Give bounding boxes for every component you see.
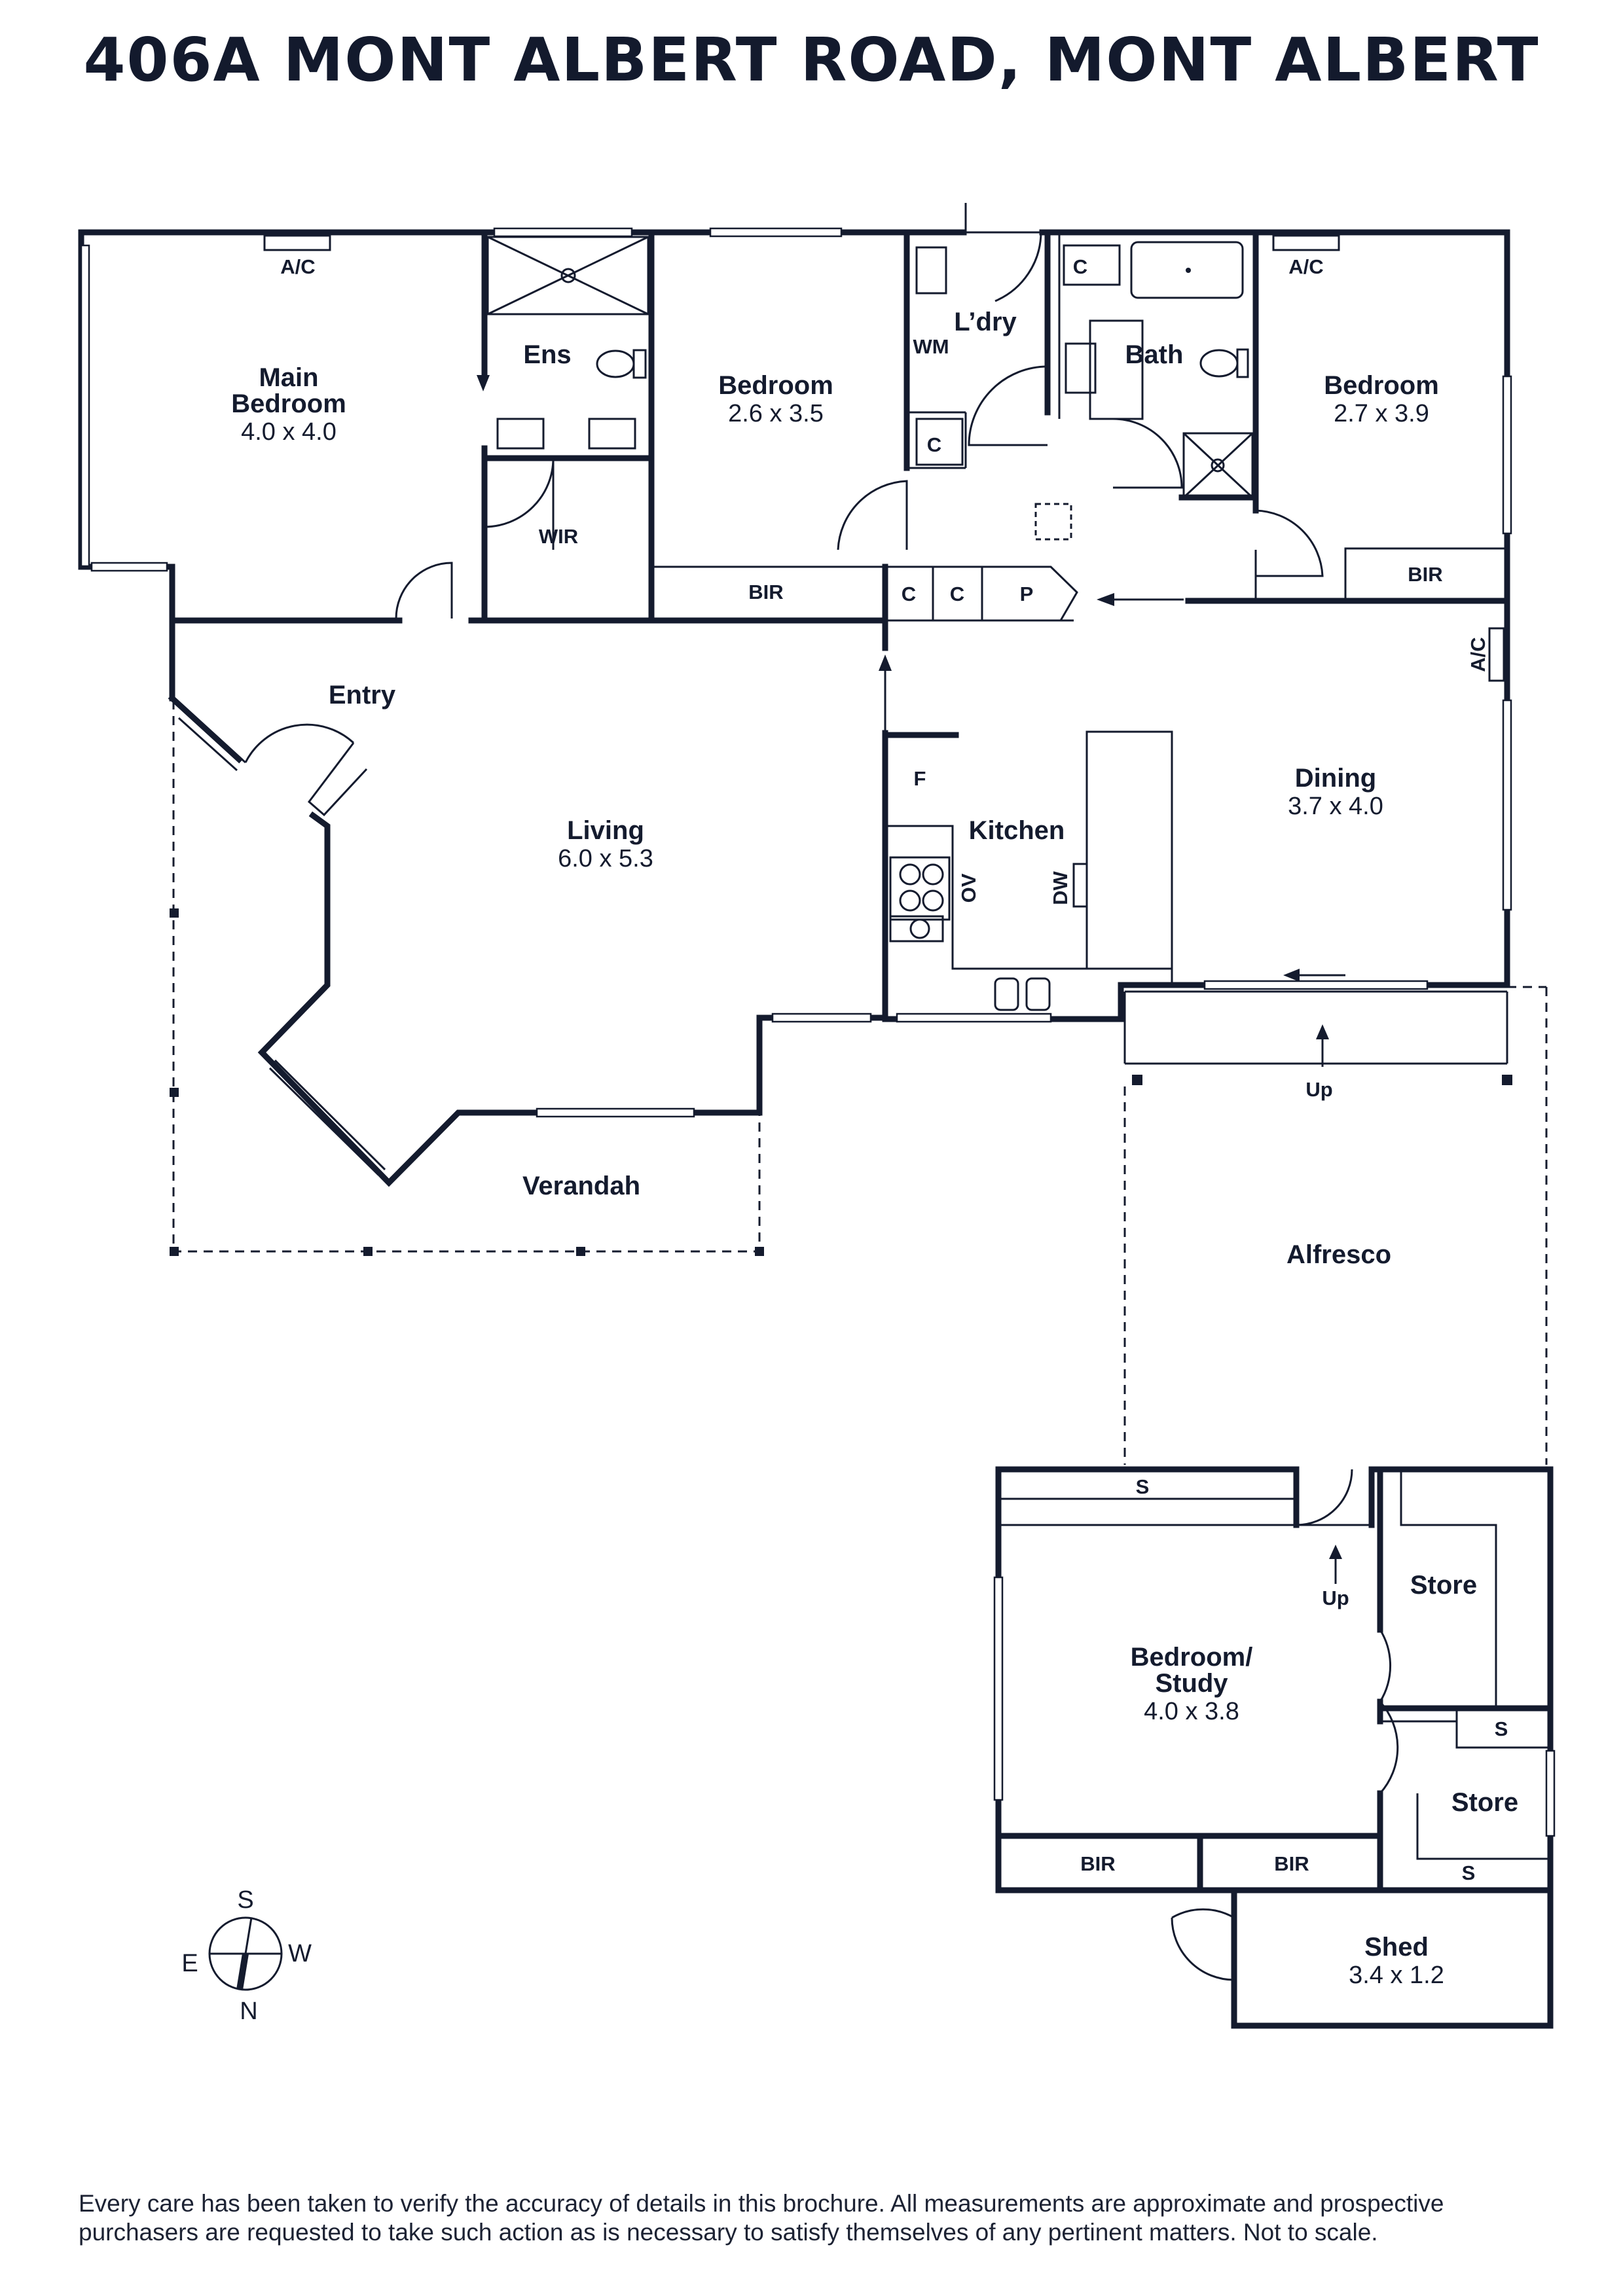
laundry-name: L’dry: [954, 308, 1017, 336]
studio-dims: 4.0 x 3.8: [1144, 1698, 1239, 1725]
page-title: 406A MONT ALBERT ROAD, MONT ALBERT: [83, 25, 1540, 95]
dining-dims: 3.7 x 4.0: [1288, 793, 1383, 820]
fridge-label: F: [914, 767, 926, 790]
bedroom3-dims: 2.7 x 3.9: [1334, 400, 1429, 427]
up-label: Up: [1322, 1587, 1349, 1609]
compass-e: E: [181, 1950, 198, 1977]
ac-label: A/C: [280, 255, 315, 278]
bir-label: BIR: [748, 581, 783, 603]
store2-name: Store: [1451, 1788, 1518, 1817]
shelf-label: S: [1136, 1475, 1150, 1498]
compass-s: S: [237, 1886, 253, 1914]
washing-machine-label: WM: [913, 335, 949, 358]
compass: S W E N: [181, 1886, 312, 2025]
interior-walls: [169, 229, 1510, 1022]
room-labels: Main Bedroom 4.0 x 4.0 Ens WIR Bedroom 2…: [231, 308, 1518, 1989]
main-bedroom-name-1: Main: [259, 363, 318, 392]
bedroom2-dims: 2.6 x 3.5: [728, 400, 824, 427]
verandah-name: Verandah: [522, 1172, 640, 1200]
compass-n: N: [240, 1998, 257, 2025]
kitchen-name: Kitchen: [969, 816, 1065, 845]
studio-name-1: Bedroom/: [1131, 1643, 1253, 1672]
compass-w: W: [288, 1940, 312, 1967]
pantry-label: P: [1020, 583, 1034, 605]
fixture-labels: A/C A/C A/C BIR BIR C C C C P WM F OV DW…: [280, 255, 1508, 1884]
cupboard-label: C: [902, 583, 916, 605]
alfresco-name: Alfresco: [1286, 1240, 1391, 1269]
studio-name-2: Study: [1155, 1669, 1228, 1698]
cupboard-label: C: [1073, 255, 1087, 278]
bir-label: BIR: [1274, 1852, 1309, 1875]
shed-name: Shed: [1364, 1933, 1429, 1962]
living-name: Living: [567, 816, 644, 845]
cupboard-label: C: [927, 433, 941, 456]
store1-name: Store: [1410, 1571, 1477, 1600]
dishwasher-label: DW: [1049, 870, 1072, 905]
wir-label: WIR: [539, 525, 578, 548]
disclaimer-line-2: purchasers are requested to take such ac…: [79, 2219, 1378, 2246]
bedroom3-name: Bedroom: [1324, 371, 1439, 400]
alfresco-deck: [1123, 990, 1512, 1085]
main-bedroom-name-2: Bedroom: [231, 389, 346, 418]
disclaimer: Every care has been taken to verify the …: [79, 2189, 1558, 2247]
shelf-label: S: [1462, 1861, 1476, 1884]
dining-name: Dining: [1295, 764, 1376, 793]
ac-label: A/C: [1288, 255, 1323, 278]
ac-label: A/C: [1467, 637, 1489, 672]
oven-label: OV: [957, 873, 980, 903]
bath-name: Bath: [1125, 340, 1184, 369]
entry-name: Entry: [329, 681, 396, 709]
ensuite-name: Ens: [523, 340, 571, 369]
outdoor-outlines: [172, 700, 1548, 1465]
windows: [80, 227, 1512, 1176]
bir-label: BIR: [1408, 563, 1442, 586]
shelf-label: S: [1495, 1717, 1508, 1740]
shed-dims: 3.4 x 1.2: [1349, 1962, 1444, 1989]
door-swings: [244, 203, 1399, 1981]
bir-label: BIR: [1080, 1852, 1115, 1875]
bedroom2-name: Bedroom: [718, 371, 833, 400]
studio-building: [993, 1466, 1556, 2029]
cupboard-label: C: [950, 583, 964, 605]
main-bedroom-dims: 4.0 x 4.0: [241, 418, 337, 446]
up-label: Up: [1305, 1078, 1332, 1101]
disclaimer-line-1: Every care has been taken to verify the …: [79, 2190, 1444, 2217]
verandah-posts: [170, 908, 764, 1256]
living-dims: 6.0 x 5.3: [558, 845, 653, 872]
direction-arrows: [477, 327, 1345, 1584]
